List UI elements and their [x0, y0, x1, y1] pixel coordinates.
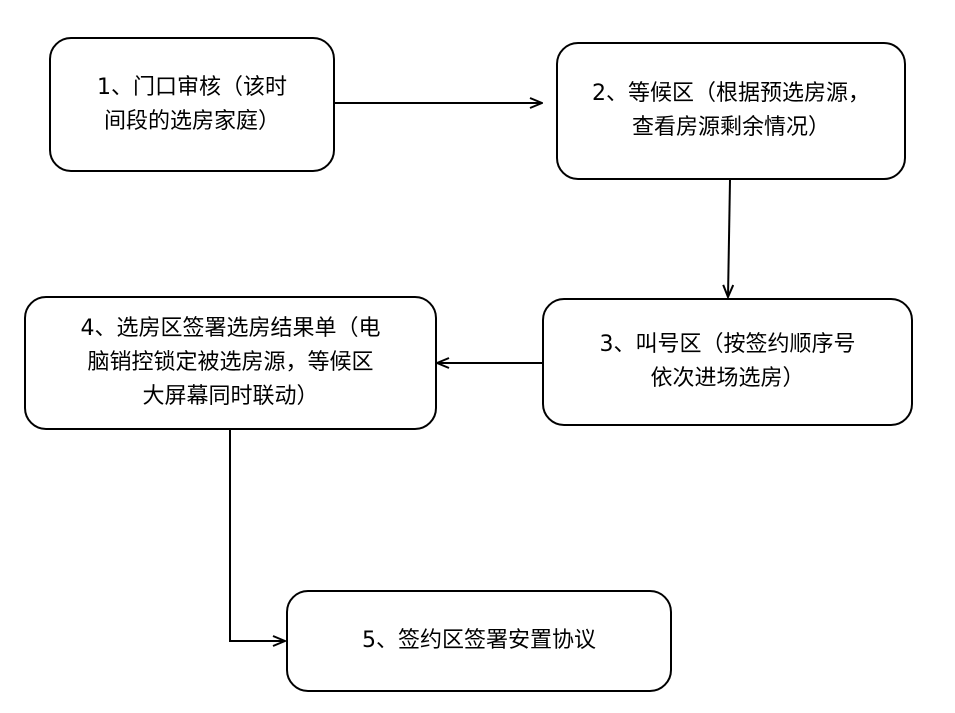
step-5-line-1: 5、签约区签署安置协议 — [362, 628, 596, 653]
step-2-line-1: 2、等候区（根据预选房源， — [592, 81, 870, 106]
step-2-waiting-area: 2、等候区（根据预选房源， 查看房源剩余情况） — [556, 42, 906, 180]
step-3-line-2: 依次进场选房） — [650, 366, 805, 391]
step-4-line-2: 脑销控锁定被选房源，等候区 — [87, 350, 374, 375]
step-3-line-1: 3、叫号区（按签约顺序号 — [599, 332, 856, 357]
step-1-line-1: 1、门口审核（该时 — [97, 74, 287, 100]
step-2-line-2: 查看房源剩余情况） — [631, 115, 830, 140]
step-4-house-selection-area: 4、选房区签署选房结果单（电 脑销控锁定被选房源，等候区 大屏幕同时联动） — [24, 296, 437, 430]
step-4-line-1: 4、选房区签署选房结果单（电 — [80, 316, 381, 341]
arrow-step4-to-step5 — [229, 430, 285, 641]
step-1-line-2: 间段的选房家庭） — [103, 108, 280, 134]
step-4-line-3: 大屏幕同时联动） — [142, 384, 319, 409]
step-5-contract-signing-area: 5、签约区签署安置协议 — [286, 590, 672, 692]
step-1-entrance-check: 1、门口审核（该时 间段的选房家庭） — [49, 37, 335, 172]
step-3-queue-calling-area: 3、叫号区（按签约顺序号 依次进场选房） — [542, 298, 913, 426]
arrow-step2-to-step3 — [728, 179, 730, 297]
